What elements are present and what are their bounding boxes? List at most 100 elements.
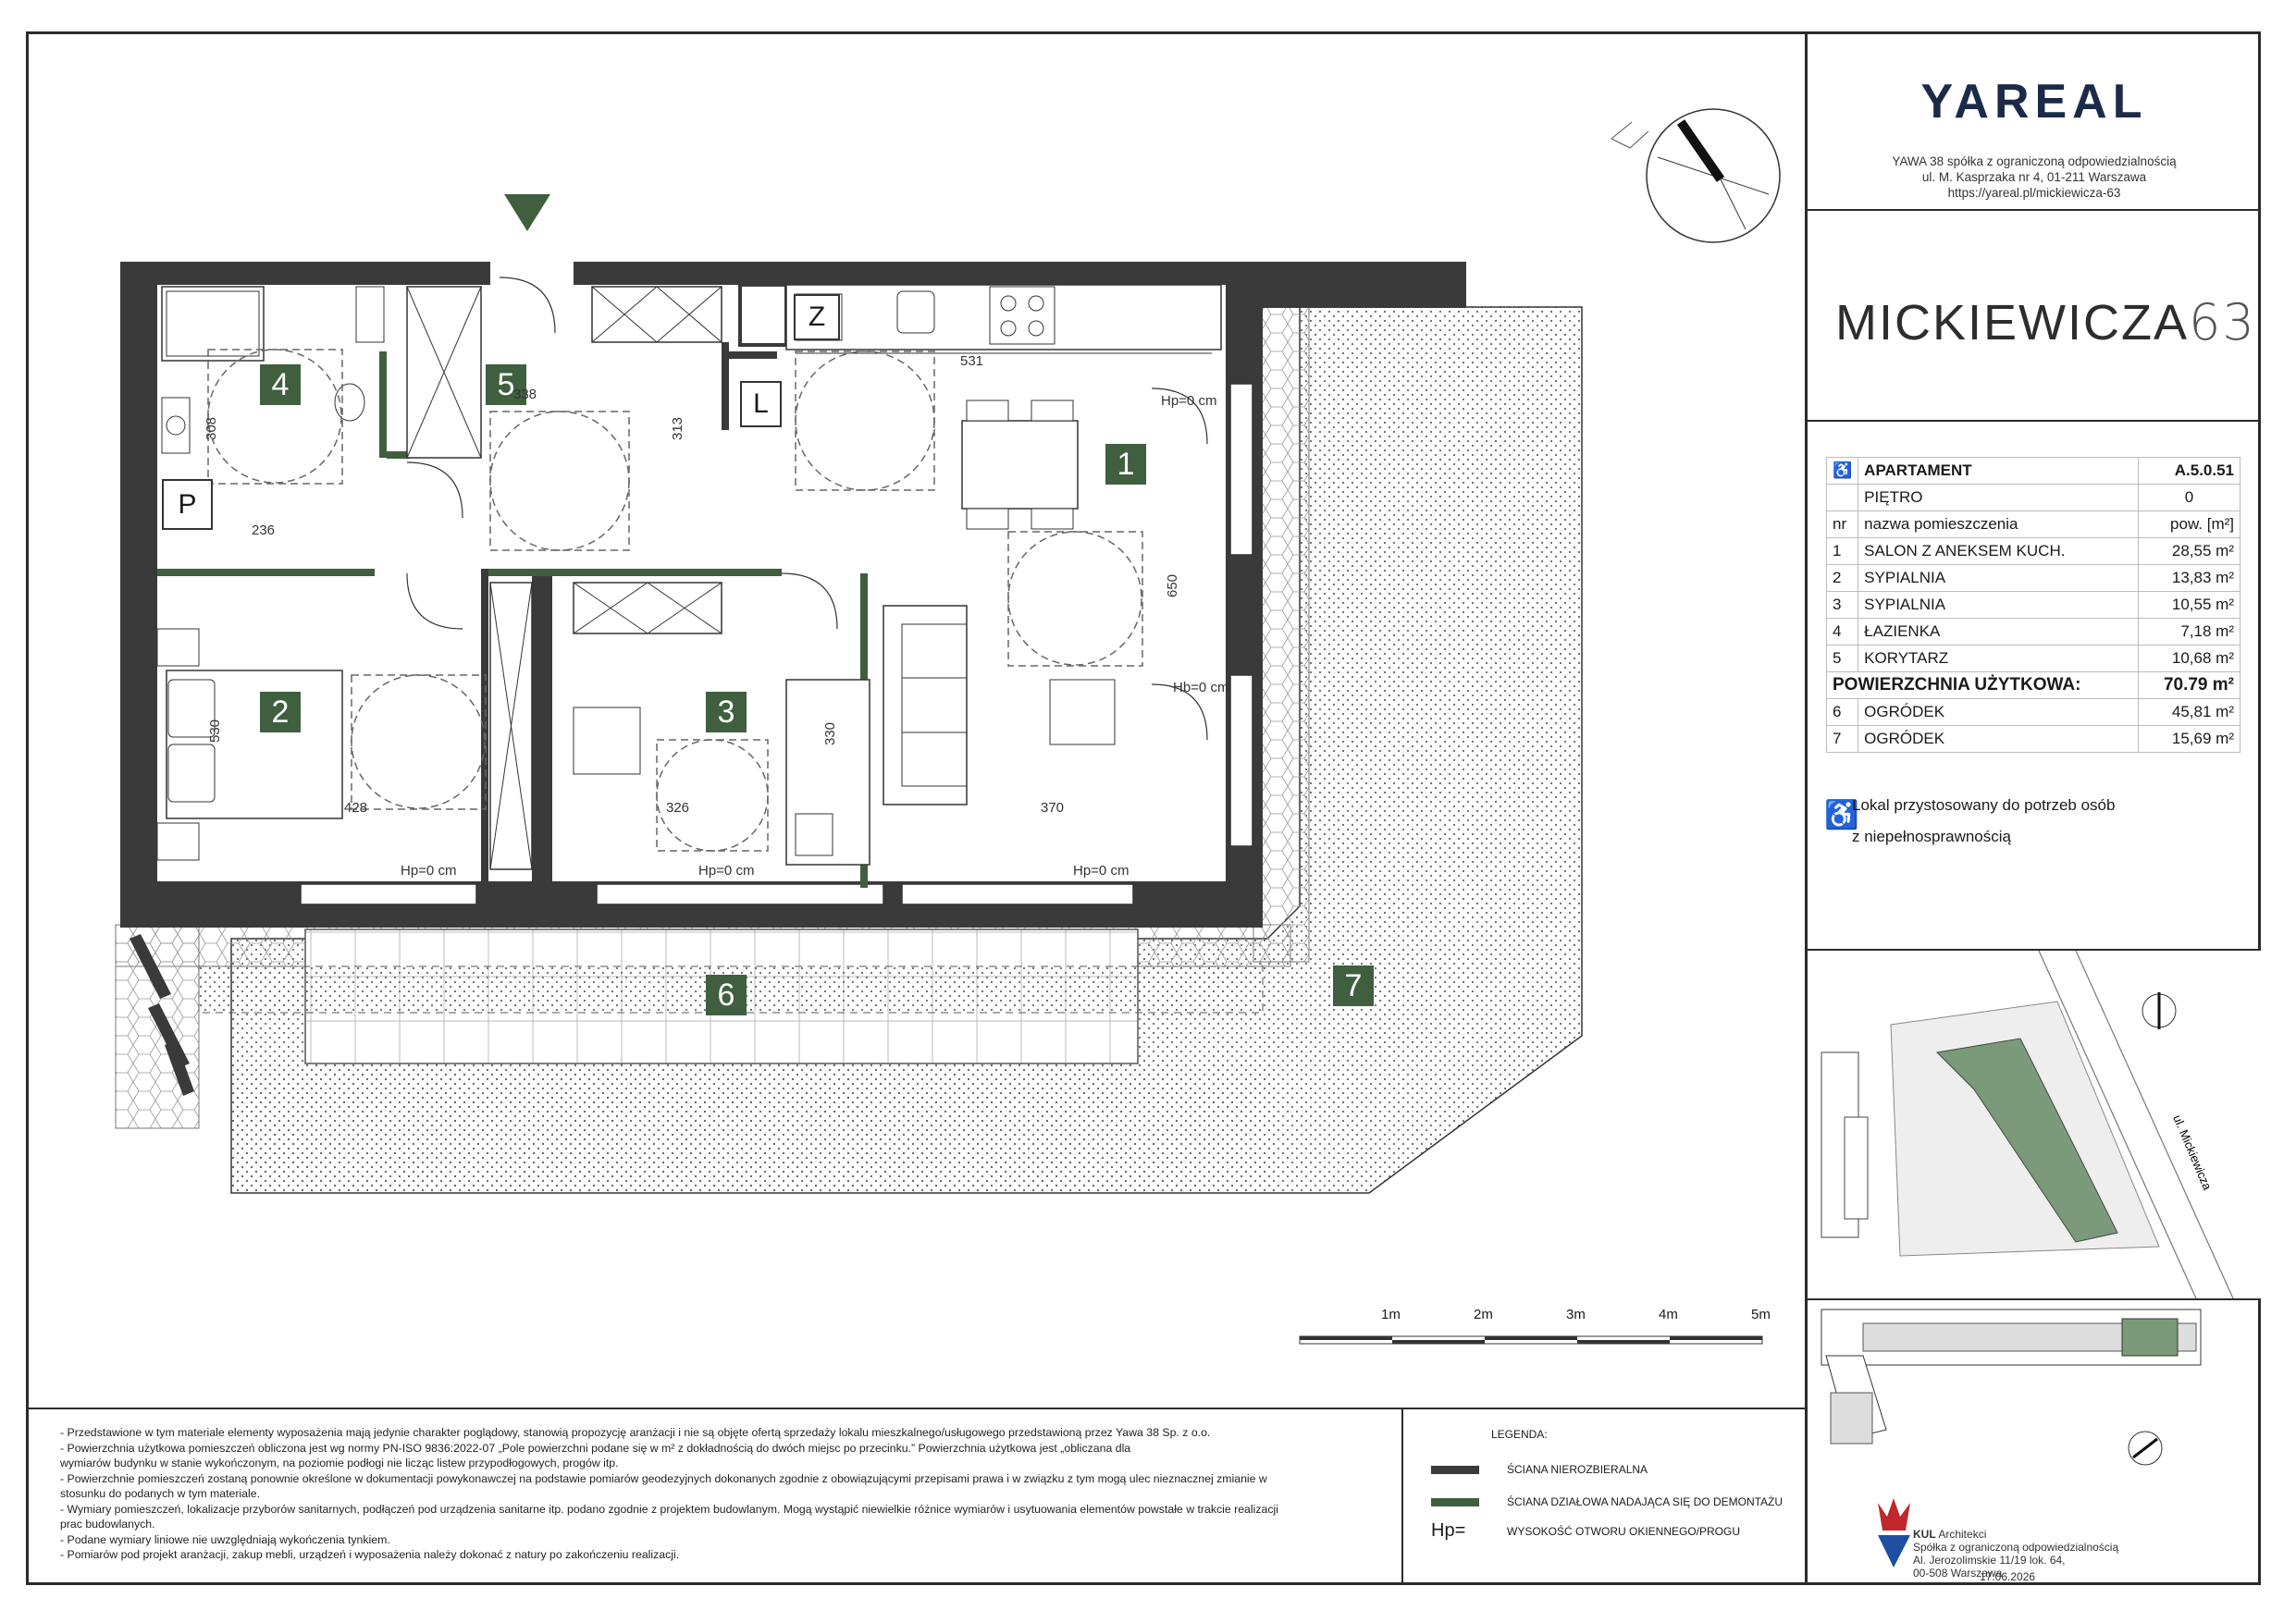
- room-area: 45,81 m²: [2138, 698, 2240, 726]
- scale-label: 2m: [1474, 1307, 1493, 1322]
- accessibility-line: Lokal przystosowany do potrzeb osób: [1852, 796, 2116, 814]
- dimension-label: 650: [1165, 573, 1181, 598]
- scale-label: 3m: [1566, 1307, 1586, 1322]
- table-row: 5 KORYTARZ 10,68 m²: [1825, 645, 2240, 672]
- room-name: ŁAZIENKA: [1858, 618, 2139, 646]
- dimension-label: 313: [670, 416, 686, 441]
- room-area: 28,55 m²: [2138, 537, 2240, 565]
- table-row: PIĘTRO 0: [1825, 484, 2240, 511]
- room-badge-1: 1: [1105, 444, 1146, 485]
- usable-area-label: POWIERZCHNIA UŻYTKOWA:: [1826, 671, 2139, 699]
- room-badge-6: 6: [706, 975, 747, 1015]
- floor-value: 0: [2138, 484, 2240, 511]
- dimension-label: 428: [344, 800, 368, 816]
- table-row: 3 SYPIALNIA 10,55 m²: [1825, 591, 2240, 619]
- legend-item: Hp= WYSOKOŚĆ OTWORU OKIENNEGO/PROGU: [1431, 1520, 1740, 1542]
- room-area: 10,55 m²: [2138, 591, 2240, 619]
- key-plan: [1821, 1309, 2202, 1466]
- room-nr: 7: [1825, 725, 1859, 753]
- apartment-code: A.5.0.51: [2138, 457, 2240, 485]
- architect-name: KUL Architekci: [1913, 1528, 1987, 1541]
- divider: [1808, 949, 2261, 951]
- dimension-label: 326: [666, 800, 690, 816]
- room-badge-5: 5: [486, 364, 526, 405]
- company-info: YAWA 38 spółka z ograniczoną odpowiedzia…: [1808, 154, 2261, 201]
- scale-bar: [1299, 1335, 1763, 1345]
- room-area: 10,68 m²: [2138, 645, 2240, 672]
- divider: [26, 1408, 1805, 1409]
- room-name: SALON Z ANEKSEM KUCH.: [1858, 537, 2139, 565]
- room-area: 15,69 m²: [2138, 725, 2240, 753]
- rooms-table: ♿ APARTAMENT A.5.0.51 PIĘTRO 0 nr nazwa …: [1825, 457, 2240, 753]
- dimension-label: 531: [960, 353, 984, 369]
- table-row: 4 ŁAZIENKA 7,18 m²: [1825, 618, 2240, 646]
- accessibility-line: z niepełnosprawnością: [1852, 828, 2011, 845]
- project-number: 63: [2189, 293, 2256, 351]
- kul-logo-icon: [1878, 1498, 1910, 1568]
- north-arrow-icon: [1611, 108, 1781, 243]
- usable-area-value: 70.79 m²: [2138, 671, 2240, 699]
- legend-hp-symbol: Hp=: [1431, 1520, 1466, 1541]
- disclaimer-line: wymiarów budynku w stanie wykończonym, n…: [60, 1457, 619, 1469]
- accessibility-note: Lokal przystosowany do potrzeb osób z ni…: [1852, 790, 2115, 853]
- room-name: SYPIALNIA: [1858, 591, 2139, 619]
- room-nr: 6: [1825, 698, 1859, 726]
- dimension-label: 236: [252, 523, 276, 538]
- dimension-label: 338: [513, 387, 537, 402]
- dimension-label: 370: [1041, 800, 1065, 816]
- legend-label: WYSOKOŚĆ OTWORU OKIENNEGO/PROGU: [1507, 1524, 1741, 1538]
- legend-title: LEGENDA:: [1491, 1428, 1548, 1441]
- room-badge-7: 7: [1333, 965, 1374, 1006]
- room-badge-2: 2: [260, 692, 301, 732]
- legend-label: ŚCIANA NIEROZBIERALNA: [1507, 1463, 1648, 1476]
- dimension-label: 308: [204, 416, 220, 441]
- architect-line: Spółka z ograniczoną odpowiedzialnością: [1913, 1541, 2119, 1554]
- floor-plan: [115, 108, 1781, 1345]
- room-nr: 3: [1825, 591, 1859, 619]
- fridge-symbol: Z: [794, 294, 840, 340]
- info-panel: YAREAL YAWA 38 spółka z ograniczoną odpo…: [1805, 31, 2264, 1585]
- legend: LEGENDA: ŚCIANA NIEROZBIERALNA ŚCIANA DZ…: [1401, 1408, 1804, 1585]
- hp-label: Hp=0 cm: [1073, 863, 1129, 879]
- wheelchair-icon: ♿: [1825, 457, 1859, 485]
- wardrobe-symbol: P: [162, 479, 213, 530]
- dimension-label: 330: [822, 721, 839, 746]
- table-row: 1 SALON Z ANEKSEM KUCH. 28,55 m²: [1825, 537, 2240, 565]
- project-name: MICKIEWICZA: [1835, 295, 2189, 350]
- table-cell: [1825, 484, 1859, 511]
- dimension-label: 530: [207, 719, 224, 744]
- company-line: YAWA 38 spółka z ograniczoną odpowiedzia…: [1892, 154, 2177, 168]
- scale-label: 5m: [1751, 1307, 1771, 1322]
- drawing-frame: [26, 31, 2261, 1585]
- legend-label: ŚCIANA DZIAŁOWA NADAJĄCA SIĘ DO DEMONTAŻ…: [1507, 1495, 1784, 1508]
- scale-label: 1m: [1381, 1307, 1401, 1322]
- issue-date: 17.06.2026: [1980, 1570, 2036, 1583]
- room-nr: 1: [1825, 537, 1859, 565]
- room-name: OGRÓDEK: [1858, 698, 2139, 726]
- apartment-label: APARTAMENT: [1858, 457, 2139, 485]
- disclaimer-line: - Podane wymiary liniowe nie uwzględniaj…: [60, 1532, 390, 1546]
- site-map: ul. Mickiewicza: [1808, 951, 2264, 1298]
- table-row: POWIERZCHNIA UŻYTKOWA: 70.79 m²: [1826, 671, 2240, 699]
- disclaimer-line: - Pomiarów pod projekt aranżacji, zakup …: [60, 1548, 680, 1561]
- room-area: 13,83 m²: [2138, 564, 2240, 592]
- column-header: pow. [m²]: [2138, 510, 2240, 538]
- room-nr: 4: [1825, 618, 1859, 646]
- legend-swatch: [1431, 1465, 1479, 1474]
- room-name: KORYTARZ: [1858, 645, 2139, 672]
- divider: [1808, 420, 2261, 422]
- disclaimer: - Przedstawione w tym materiale elementy…: [60, 1425, 1383, 1563]
- disclaimer-line: - Przedstawione w tym materiale elementy…: [60, 1426, 1211, 1439]
- room-nr: 5: [1825, 645, 1859, 672]
- room-badge-3: 3: [706, 692, 747, 732]
- table-row: 7 OGRÓDEK 15,69 m²: [1825, 725, 2240, 753]
- column-header: nazwa pomieszczenia: [1858, 510, 2139, 538]
- company-line: https://yareal.pl/mickiewicza-63: [1947, 186, 2121, 200]
- table-row: ♿ APARTAMENT A.5.0.51: [1825, 457, 2240, 485]
- legend-swatch: [1431, 1497, 1479, 1506]
- hp-label: Hp=0 cm: [401, 863, 457, 879]
- table-row: 2 SYPIALNIA 13,83 m²: [1825, 564, 2240, 592]
- hp-label: Hp=0 cm: [698, 863, 755, 879]
- room-area: 7,18 m²: [2138, 618, 2240, 646]
- wheelchair-icon: ♿: [1824, 800, 1859, 830]
